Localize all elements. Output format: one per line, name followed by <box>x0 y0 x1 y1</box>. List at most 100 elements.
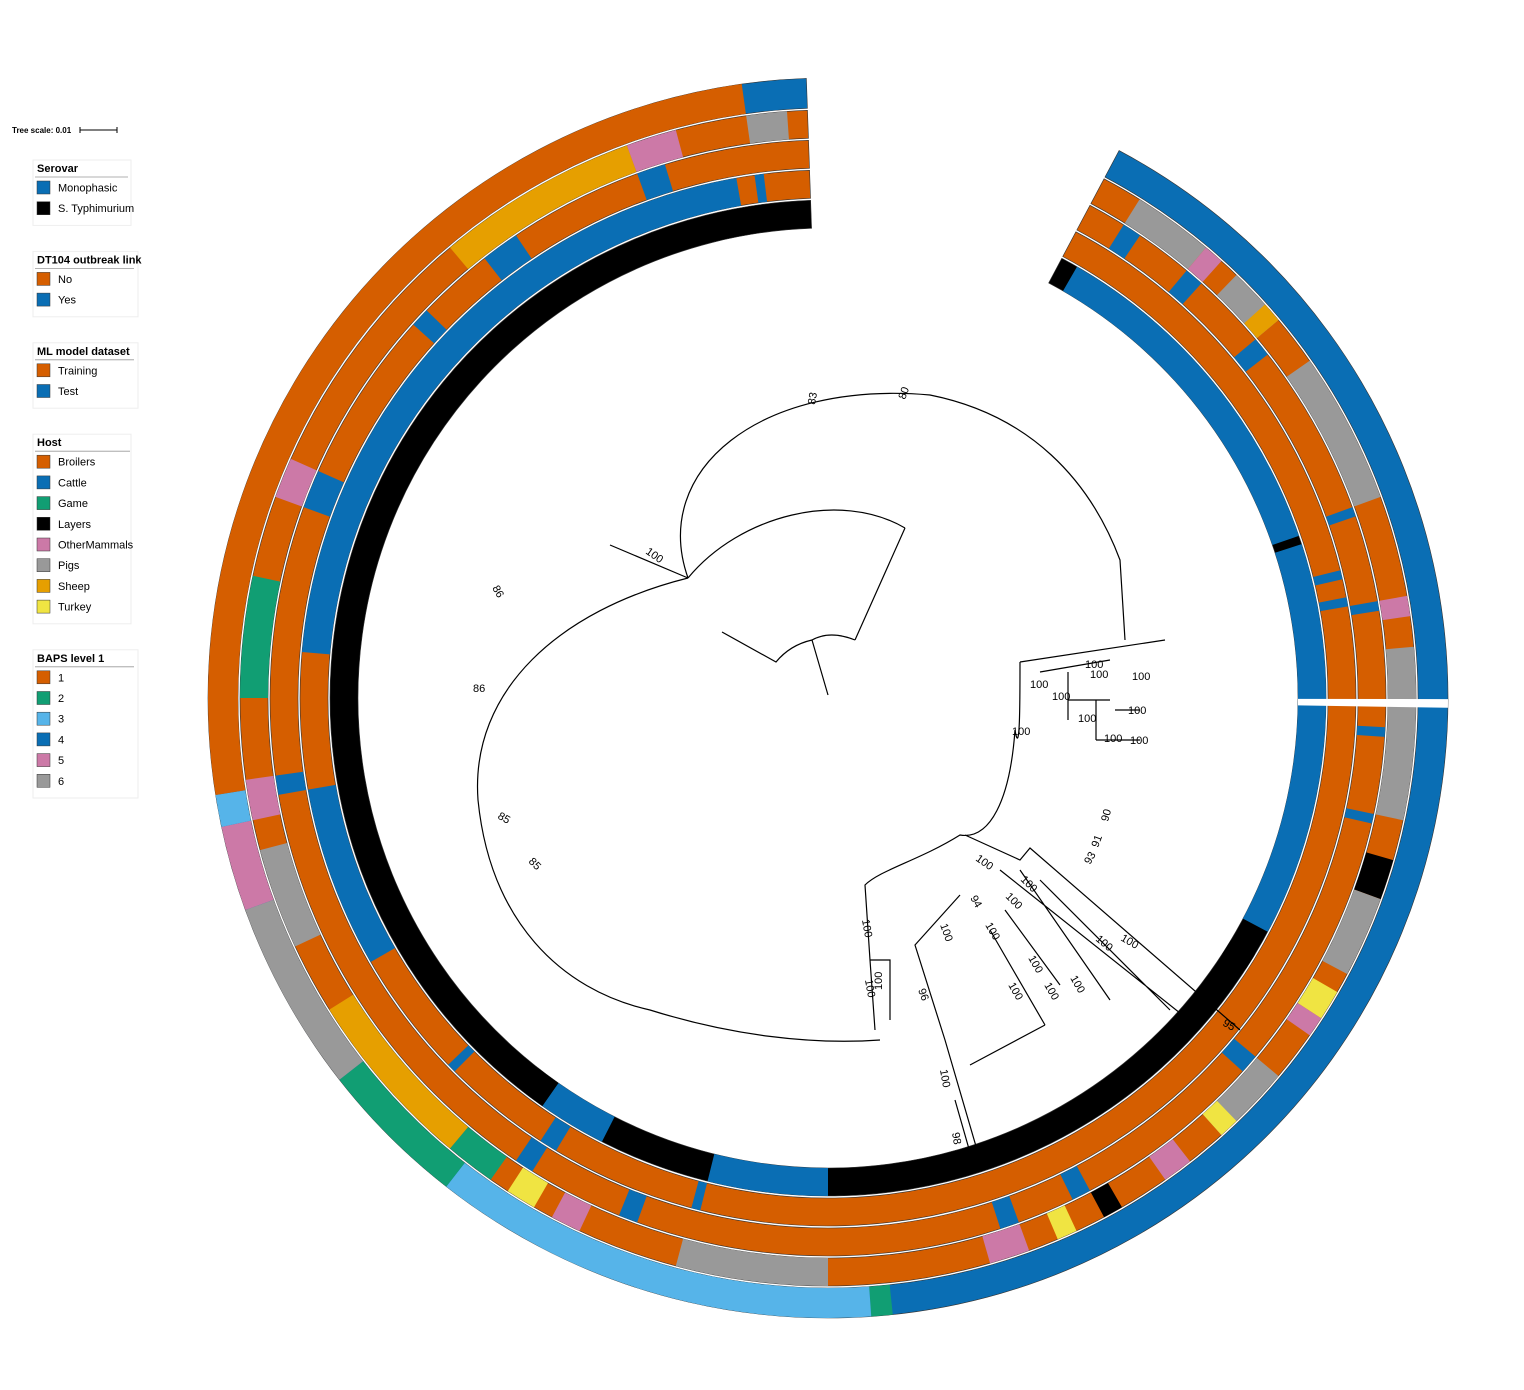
ring-baps-base <box>207 78 1449 1319</box>
ring-host-segment <box>1286 1002 1322 1036</box>
legend-swatch <box>36 732 51 747</box>
ring-dt104-segment <box>754 173 768 203</box>
bootstrap-label: 100 <box>1018 874 1039 895</box>
bootstrap-label: 95 <box>1221 1017 1238 1034</box>
ring-baps-segment <box>221 820 274 911</box>
bootstrap-label: 100 <box>1041 981 1061 1003</box>
bootstrap-label: 100 <box>1104 733 1122 745</box>
bootstrap-label: 83 <box>806 391 820 405</box>
ring-ml_dataset-segment <box>303 471 344 517</box>
ring-host-segment <box>260 842 321 947</box>
legend-title: ML model dataset <box>37 346 130 358</box>
bootstrap-label: 98 <box>949 1131 963 1145</box>
annotation-rings <box>207 78 1449 1319</box>
phylogenetic-tree <box>476 392 1241 1171</box>
bootstrap-label: 96 <box>915 987 930 1003</box>
ring-ml_dataset-segment <box>1234 339 1268 372</box>
ring-host-segment <box>675 1238 828 1286</box>
ring-host-segment <box>982 1224 1030 1264</box>
bootstrap-label: 100 <box>937 922 955 943</box>
legend-title: Host <box>37 437 62 449</box>
legend-label: Turkey <box>58 602 92 614</box>
legend-title: DT104 outbreak link <box>37 254 142 266</box>
ring-dt104-base <box>299 170 1357 1227</box>
ring-host-segment <box>1354 852 1394 900</box>
legend-label: Yes <box>58 295 76 307</box>
bootstrap-label: 90 <box>1099 808 1114 823</box>
bootstrap-label: 100 <box>1067 974 1087 996</box>
bootstrap-label: 100 <box>973 853 995 873</box>
legend-swatch <box>36 496 51 510</box>
bootstrap-label: 100 <box>1005 981 1025 1003</box>
ring-ml_dataset-base <box>269 140 1387 1257</box>
ring-ml_dataset-segment <box>1108 224 1141 259</box>
legend-swatch <box>36 774 51 788</box>
ring-host-segment <box>1244 304 1279 339</box>
ring-serovar-segment <box>542 1083 615 1142</box>
ring-ml_dataset-segment <box>413 310 447 344</box>
ring-host-segment <box>1149 1139 1191 1180</box>
ring-host-segment <box>275 458 317 507</box>
ring-serovar-segment <box>1063 266 1299 545</box>
legend-label: Broilers <box>58 457 96 469</box>
bootstrap-label: 94 <box>967 894 984 911</box>
ring-host <box>239 110 1417 1287</box>
ring-host-segment <box>1322 889 1381 975</box>
legend-swatch <box>36 579 51 593</box>
ring-ml_dataset-segment <box>1344 808 1374 824</box>
bootstrap-label: 100 <box>1003 891 1024 912</box>
ring-ml_dataset <box>269 140 1387 1257</box>
legend-swatch <box>36 475 51 490</box>
ring-ml_dataset-segment <box>991 1196 1019 1229</box>
legend-swatch <box>36 272 51 286</box>
ring-baps-segment <box>339 1061 465 1187</box>
legend-box <box>32 649 139 799</box>
ring-host-segment <box>746 111 789 144</box>
ring-serovar-segment <box>1222 940 1255 970</box>
bootstrap-label: 100 <box>1132 671 1150 683</box>
legend-label: 6 <box>58 776 64 788</box>
legend-swatch <box>36 691 51 705</box>
legend-box <box>32 250 139 318</box>
legend-label: No <box>58 274 72 286</box>
ring-dt104-segment <box>1313 570 1343 586</box>
bootstrap-label: 100 <box>1130 735 1148 747</box>
ring-host-segment <box>329 994 469 1149</box>
legend-swatch <box>36 753 51 767</box>
ring-serovar-base <box>329 199 1327 1197</box>
legend-label: 2 <box>58 693 64 705</box>
ring-ml_dataset-segment <box>515 1137 548 1172</box>
legend-label: OtherMammals <box>58 540 134 552</box>
bootstrap-label: 86 <box>489 584 506 601</box>
ring-host-segment <box>1090 1182 1122 1218</box>
ring-ml_dataset-segment <box>1356 725 1386 737</box>
ring-ml_dataset-segment <box>275 771 307 795</box>
bootstrap-label: 100 <box>1030 679 1048 691</box>
bootstrap-label: 100 <box>1090 669 1108 681</box>
legend-label: 1 <box>58 672 64 684</box>
legend-label: Sheep <box>58 581 90 593</box>
bootstrap-label: 100 <box>1012 726 1030 738</box>
bootstrap-label: 100 <box>1085 659 1103 671</box>
bootstrap-label: 86 <box>473 683 485 695</box>
ring-ml_dataset-segment <box>1168 270 1202 305</box>
legend-3: HostBroilersCattleGameLayersOtherMammals… <box>32 433 134 625</box>
ring-serovar-segment <box>521 1068 559 1106</box>
bootstrap-label: 80 <box>897 385 912 401</box>
ring-baps-segment <box>869 1284 893 1317</box>
ring-baps-segment <box>215 790 251 827</box>
bootstrap-label: 100 <box>873 972 885 990</box>
bootstrap-label: 85 <box>496 810 513 827</box>
bootstrap-label: 100 <box>937 1068 952 1088</box>
ring-dt104-segment <box>691 1180 708 1211</box>
bootstrap-label: 100 <box>1078 713 1096 725</box>
legend-swatch <box>36 558 51 572</box>
ring-dt104-segment <box>448 1045 475 1072</box>
bootstrap-label: 100 <box>1128 705 1146 717</box>
ring-serovar-segment <box>707 1154 828 1196</box>
bootstrap-label: 100 <box>1025 954 1045 976</box>
legend-swatch <box>36 454 51 469</box>
ring-host-segment <box>1046 1205 1077 1240</box>
